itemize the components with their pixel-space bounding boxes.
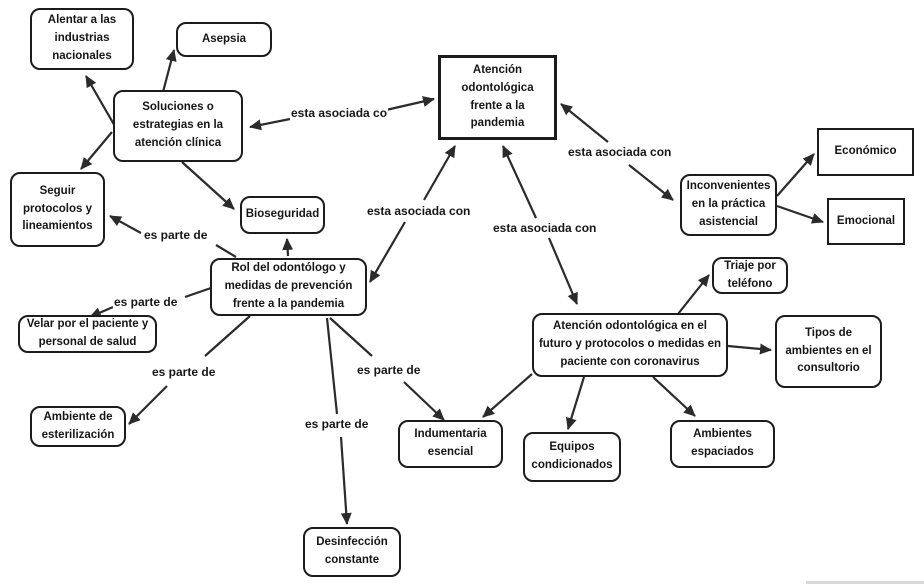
edge-parte-seguir-a xyxy=(215,244,237,258)
edge-parte-desinfeccion-a xyxy=(325,317,339,415)
node-equipos-condicionados: Equipos condicionados xyxy=(523,432,621,482)
edge-label-asociada-rol: esta asociada con xyxy=(366,204,472,218)
edge-asociada-futuro-b xyxy=(547,237,579,305)
edge-soluciones-alentar xyxy=(85,75,117,129)
edge-parte-ambiente-a xyxy=(204,315,251,357)
edge-label-parte-indumentaria: es parte de xyxy=(356,363,422,377)
node-ambientes-espaciados: Ambientes espaciados xyxy=(670,420,775,468)
edge-label-parte-seguir: es parte de xyxy=(143,228,209,242)
edge-futuro-tipos xyxy=(727,343,772,355)
node-emocional: Emocional xyxy=(827,198,905,245)
edge-futuro-triaje xyxy=(677,274,710,315)
edge-parte-indumentaria-a xyxy=(329,317,373,357)
node-indumentaria-esencial: Indumentaria esencial xyxy=(398,420,503,468)
edge-label-parte-desinfeccion: es parte de xyxy=(304,417,370,431)
edge-parte-seguir-b xyxy=(109,215,142,234)
node-tipos-ambientes: Tipos de ambientes en el consultorio xyxy=(775,315,882,388)
edge-parte-indumentaria-b xyxy=(403,381,445,421)
edge-futuro-equipos xyxy=(565,376,586,430)
edge-parte-desinfeccion-b xyxy=(339,436,352,525)
edge-soluciones-bioseguridad xyxy=(181,161,235,210)
node-asepsia: Asepsia xyxy=(176,22,272,57)
node-atencion-pandemia-central: Atención odontológica frente a la pandem… xyxy=(438,55,557,140)
edge-label-parte-velar: es parte de xyxy=(113,295,179,309)
edge-soluciones-seguir xyxy=(80,131,113,170)
node-atencion-futuro: Atención odontológica en el futuro y pro… xyxy=(532,313,728,377)
node-bioseguridad: Bioseguridad xyxy=(240,196,325,234)
edge-parte-ambiente-b xyxy=(128,385,168,425)
page-edge-line xyxy=(806,581,924,584)
node-alentar-industrias: Alentar a las industrias nacionales xyxy=(30,8,134,70)
edge-inconvenientes-emocional xyxy=(776,204,824,224)
edge-soluciones-asepsia xyxy=(161,49,177,93)
node-desinfeccion-constante: Desinfección constante xyxy=(303,527,401,577)
edge-parte-velar-a xyxy=(184,286,212,299)
edge-label-asociada-inconvenientes: esta asociada con xyxy=(567,145,673,159)
edge-asociada-rol-b xyxy=(369,221,406,283)
node-soluciones-estrategias: Soluciones o estrategias en la atención … xyxy=(113,90,243,162)
node-economico: Económico xyxy=(817,128,914,176)
edge-asociada-futuro-a xyxy=(502,145,537,219)
node-inconvenientes-practica: Inconvenientes en la práctica asistencia… xyxy=(680,174,777,236)
node-velar-paciente: Velar por el paciente y personal de salu… xyxy=(18,315,157,353)
edge-futuro-ambientes-espaciados xyxy=(652,376,696,417)
edge-label-parte-ambiente: es parte de xyxy=(151,365,217,379)
node-triaje-telefono: Triaje por teléfono xyxy=(712,257,788,294)
edge-label-asociada-futuro: esta asociada con xyxy=(492,221,598,235)
edge-asociada-soluciones-a xyxy=(249,117,291,131)
edge-asociada-inconvenientes-a xyxy=(560,103,609,143)
edge-asociada-soluciones-b xyxy=(385,96,435,112)
edge-asociada-rol-a xyxy=(423,145,456,201)
node-seguir-protocolos: Seguir protocolos y lineamientos xyxy=(10,172,105,247)
node-ambiente-esterilizacion: Ambiente de esterilización xyxy=(30,406,126,447)
edge-label-asociada-soluciones: esta asociada co xyxy=(290,106,389,120)
edge-inconvenientes-economico xyxy=(776,153,815,197)
node-rol-odontologo: Rol del odontólogo y medidas de prevenci… xyxy=(210,258,367,316)
edge-futuro-indumentaria xyxy=(482,373,533,418)
edge-rol-bioseguridad xyxy=(282,238,294,257)
edge-asociada-inconvenientes-b xyxy=(628,164,674,201)
